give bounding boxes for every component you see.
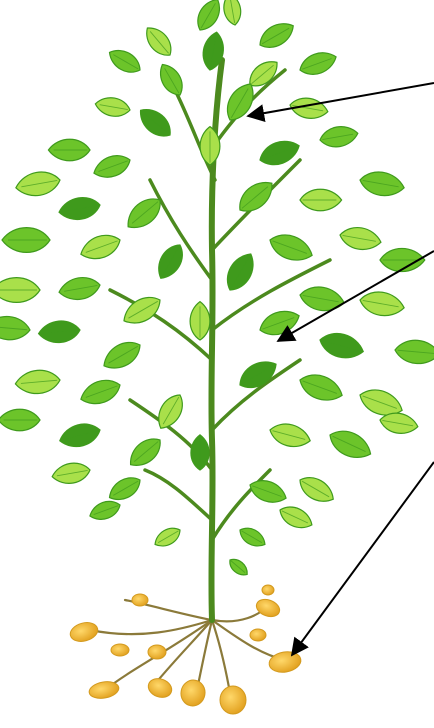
root — [212, 620, 285, 660]
pointer-arrows — [248, 83, 434, 655]
leaf — [2, 228, 50, 253]
leaf — [48, 139, 90, 160]
leaf — [317, 329, 366, 363]
tuber — [132, 594, 148, 606]
leaf — [325, 425, 375, 465]
leaf — [298, 284, 346, 315]
tuber — [111, 644, 129, 656]
leaf — [236, 524, 268, 551]
tuber — [250, 629, 266, 641]
leaf — [134, 103, 176, 143]
leaf — [358, 169, 406, 200]
tuber — [268, 649, 303, 674]
tuber — [262, 585, 274, 595]
leaf — [105, 472, 145, 505]
leaf — [221, 249, 260, 296]
leaf — [77, 375, 123, 409]
tuber — [254, 596, 282, 619]
leaf — [267, 420, 313, 451]
leaf — [338, 224, 383, 252]
leaf — [57, 274, 102, 302]
leaf — [295, 471, 338, 507]
leaf — [300, 189, 342, 210]
tuber — [220, 686, 246, 714]
pointer-top-arrow — [248, 83, 434, 116]
leaf — [152, 240, 188, 283]
leaf — [233, 175, 279, 218]
leaf — [99, 336, 146, 375]
leaf — [192, 0, 225, 35]
leaf — [276, 502, 316, 533]
leaf — [190, 302, 210, 340]
tuber — [179, 678, 207, 708]
tuber — [68, 620, 100, 645]
leaf — [358, 289, 406, 320]
leaf — [191, 435, 209, 470]
leaf — [394, 338, 434, 365]
tuber — [146, 675, 175, 700]
leaf — [318, 124, 359, 150]
leaf — [266, 229, 316, 266]
leaf — [0, 315, 31, 342]
leaf — [124, 432, 166, 472]
leaf — [14, 368, 61, 395]
leaf — [105, 45, 145, 78]
stem — [145, 470, 212, 520]
leaf — [151, 524, 183, 551]
leaf — [57, 420, 103, 451]
leaf — [94, 95, 132, 119]
leaf — [296, 369, 346, 406]
tuber — [148, 645, 166, 659]
leaf — [140, 22, 177, 61]
leaf — [77, 230, 123, 264]
leaf — [14, 169, 62, 200]
leaf — [0, 409, 40, 430]
leaf — [50, 460, 91, 486]
leaf — [91, 151, 134, 183]
leaf — [0, 278, 40, 303]
leaf — [155, 60, 188, 100]
leaf — [297, 48, 340, 80]
leaf — [221, 0, 243, 26]
leaf — [256, 306, 302, 340]
leaf — [255, 17, 298, 53]
leaf — [38, 319, 81, 344]
leaf — [226, 556, 251, 579]
leaf — [57, 194, 102, 222]
leaf — [87, 497, 123, 523]
leaf — [247, 476, 290, 508]
